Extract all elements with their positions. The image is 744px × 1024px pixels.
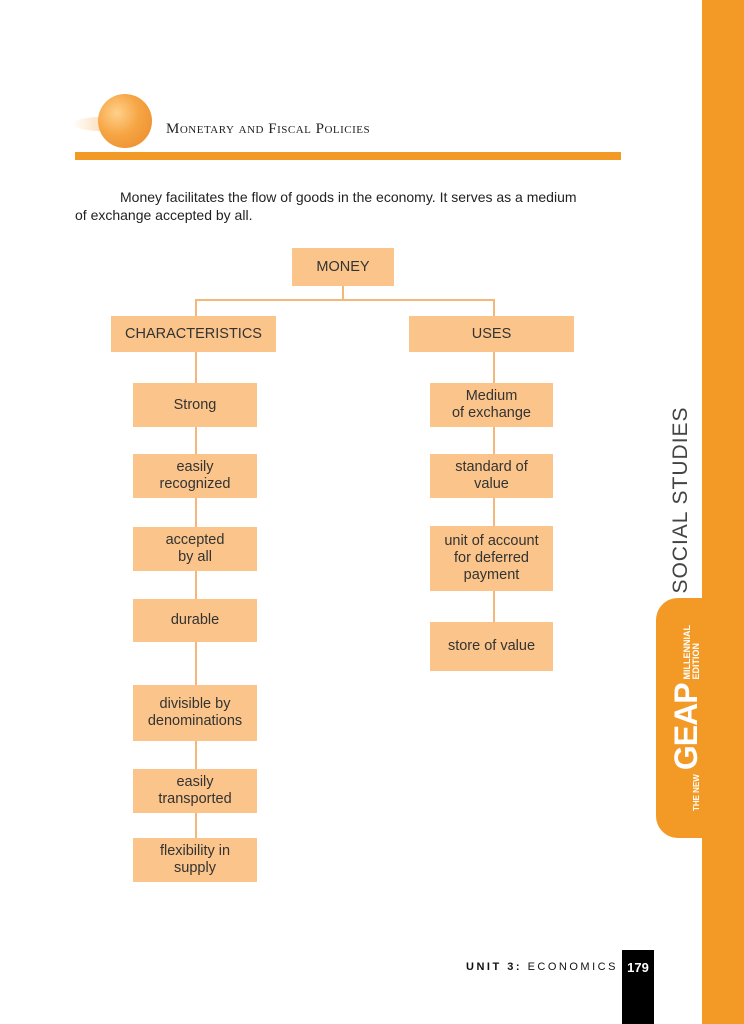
root-box: MONEY [292,248,394,286]
characteristic-box: accepted by all [133,527,257,571]
use-box: Medium of exchange [430,383,553,427]
characteristic-box: divisible by denominations [133,685,257,741]
subject-label: SOCIAL STUDIES [669,406,692,594]
footer-unit-name: ECONOMICS [527,961,618,973]
connector-left-down [195,299,197,316]
section-title: Monetary and Fiscal Policies [166,121,371,137]
connector-left-spine [195,352,197,838]
connector-right-down [493,299,495,316]
brand-tab [656,598,716,838]
globe-icon [98,94,152,148]
characteristic-box: Strong [133,383,257,427]
intro-paragraph: Money facilitates the flow of goods in t… [75,188,621,224]
characteristic-box: flexibility in supply [133,838,257,882]
intro-line-1: Money facilitates the flow of goods in t… [120,189,577,205]
side-color-bar [702,0,744,1024]
brand-edition-line2: EDITION [691,642,701,680]
use-box: unit of account for deferred payment [430,526,553,591]
connector-horizontal [195,299,495,301]
brand-edition: MILLENNIAL EDITION [682,625,701,680]
characteristics-heading: CHARACTERISTICS [111,316,276,352]
use-box: store of value [430,622,553,671]
title-rule [75,152,621,160]
page-number: 179 [622,950,654,1024]
use-box: standard of value [430,454,553,498]
brand-name: GEAP [668,683,704,771]
characteristic-box: easily transported [133,769,257,813]
uses-heading: USES [409,316,574,352]
intro-line-2: of exchange accepted by all. [75,207,253,223]
brand-small-text: THE NEW [692,774,701,812]
brand-logo: THE NEW GEAP MILLENNIAL EDITION [668,625,704,812]
connector-root-down [342,286,344,300]
characteristic-box: durable [133,599,257,642]
footer-unit-label: UNIT 3: [466,961,522,973]
characteristic-box: easily recognized [133,454,257,498]
footer-unit: UNIT 3: ECONOMICS [466,961,618,973]
